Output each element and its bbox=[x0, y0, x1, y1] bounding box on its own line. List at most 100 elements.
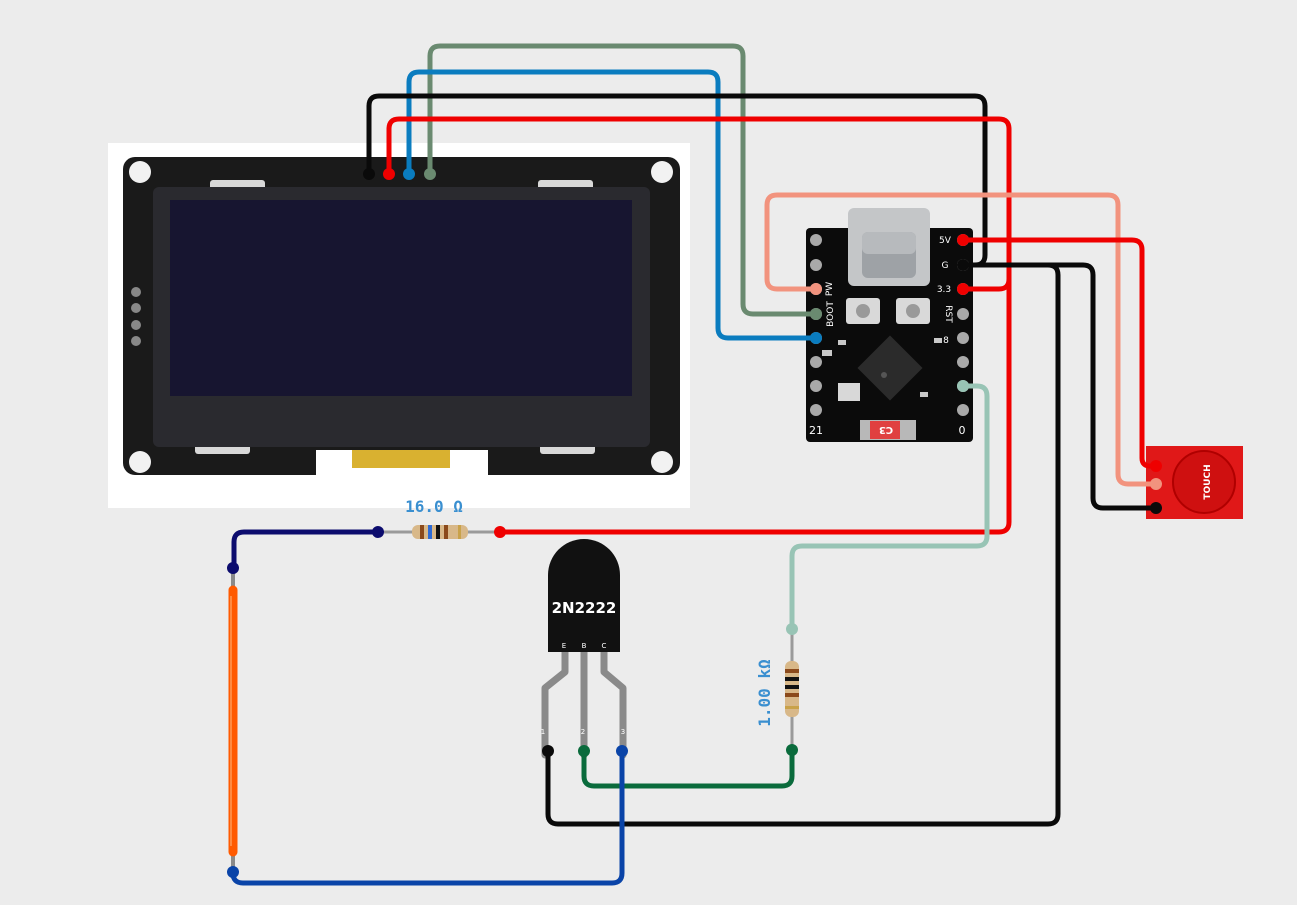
resistor-band bbox=[458, 525, 461, 539]
endpoint-dot bbox=[1150, 460, 1162, 472]
endpoint-dot bbox=[957, 234, 969, 246]
resistor-band bbox=[785, 669, 799, 673]
wire-3v3-resistor[interactable] bbox=[497, 276, 1012, 535]
endpoint-dot bbox=[810, 283, 822, 295]
transistor-part-label: 2N2222 bbox=[552, 599, 617, 617]
pin-label-8: 8 bbox=[943, 336, 949, 346]
wires bbox=[230, 43, 1159, 886]
endpoint-dot bbox=[372, 526, 384, 538]
smd-part bbox=[934, 338, 942, 343]
transistor-lead-collector bbox=[600, 646, 627, 759]
wire-touch-vcc[interactable] bbox=[960, 237, 1159, 469]
wire-oled-sage[interactable] bbox=[427, 43, 819, 317]
endpoint-dot bbox=[227, 866, 239, 878]
smd-part bbox=[822, 350, 832, 356]
chip-dot bbox=[881, 372, 887, 378]
mcu-board[interactable]: C3 PW BOOT 5V G 3.3 RST 8 bbox=[806, 208, 973, 442]
endpoint-dot bbox=[616, 745, 628, 757]
antenna-chip bbox=[870, 421, 900, 439]
speaker-element[interactable] bbox=[228, 570, 238, 872]
endpoint-dot bbox=[542, 745, 554, 757]
touch-pad[interactable] bbox=[1172, 450, 1236, 514]
pin-label-pw: PW bbox=[825, 282, 835, 296]
oled-pad bbox=[131, 320, 141, 330]
wire-gpio-base-resistor[interactable] bbox=[789, 383, 990, 631]
endpoint-dot bbox=[957, 283, 969, 295]
mcu-chip bbox=[857, 335, 923, 401]
resistor-band bbox=[785, 677, 799, 681]
endpoint-dot bbox=[786, 623, 798, 635]
resistor-1k-ohm[interactable]: 1.00 kΩ bbox=[755, 630, 799, 750]
resistor-band bbox=[420, 525, 424, 539]
touch-sensor-module[interactable]: TOUCH bbox=[1146, 446, 1243, 519]
endpoint-dot bbox=[1150, 478, 1162, 490]
smd-part bbox=[838, 340, 846, 345]
wire-endpoints bbox=[227, 168, 1162, 878]
endpoint-dot bbox=[786, 744, 798, 756]
transistor-lead-emitter bbox=[541, 646, 569, 759]
transistor-pin-num-2: 2 bbox=[581, 728, 585, 736]
endpoint-dot bbox=[383, 168, 395, 180]
resistor-band bbox=[444, 525, 448, 539]
smd-part bbox=[920, 392, 928, 397]
mount-hole bbox=[651, 161, 673, 183]
endpoint-dot bbox=[578, 745, 590, 757]
wire-oled-blue[interactable] bbox=[406, 69, 819, 341]
endpoint-dot bbox=[403, 168, 415, 180]
wire-resistor-speaker[interactable] bbox=[231, 529, 381, 571]
endpoint-dot bbox=[1150, 502, 1162, 514]
touch-label: TOUCH bbox=[1203, 464, 1213, 499]
transistor-body bbox=[548, 539, 620, 652]
resistor-1k-label: 1.00 kΩ bbox=[755, 659, 774, 726]
wire-collector-speaker[interactable] bbox=[230, 747, 625, 886]
resistor-band bbox=[785, 706, 799, 709]
resistor-band bbox=[785, 685, 799, 689]
transistor-pin-b: B bbox=[582, 642, 587, 650]
wire-gnd-emitter[interactable] bbox=[545, 262, 1061, 827]
pin-label-boot: BOOT bbox=[826, 301, 836, 327]
endpoint-dot bbox=[227, 562, 239, 574]
pin-label-5v: 5V bbox=[939, 236, 952, 246]
pin-label-0: 0 bbox=[959, 424, 966, 437]
transistor-pin-num-1: 1 bbox=[541, 728, 545, 736]
endpoint-dot bbox=[957, 380, 969, 392]
usb-c-top bbox=[862, 232, 916, 254]
wire-touch-gnd[interactable] bbox=[960, 262, 1159, 511]
reset-button-cap bbox=[906, 304, 920, 318]
endpoint-dot bbox=[957, 259, 969, 271]
endpoint-dot bbox=[810, 332, 822, 344]
transistor-pin-c: C bbox=[602, 642, 607, 650]
mount-hole bbox=[651, 451, 673, 473]
resistor-band bbox=[785, 693, 799, 697]
crystal bbox=[838, 383, 860, 401]
endpoint-dot bbox=[363, 168, 375, 180]
endpoint-dot bbox=[424, 168, 436, 180]
mount-hole bbox=[129, 451, 151, 473]
oled-pad bbox=[131, 287, 141, 297]
transistor-pin-e: E bbox=[562, 642, 566, 650]
oled-screen bbox=[170, 200, 632, 396]
mount-hole bbox=[129, 161, 151, 183]
wire-resistor-base[interactable] bbox=[581, 747, 795, 789]
board-model-label: C3 bbox=[879, 424, 893, 435]
resistor-band bbox=[428, 525, 432, 539]
endpoint-dot bbox=[494, 526, 506, 538]
oled-pad bbox=[131, 336, 141, 346]
endpoint-dot bbox=[810, 308, 822, 320]
resistor-band bbox=[436, 525, 440, 539]
wire-touch-signal[interactable] bbox=[764, 192, 1159, 487]
oled-display-module[interactable] bbox=[108, 143, 690, 508]
wire-oled-vcc[interactable] bbox=[386, 116, 1012, 292]
resistor-16-ohm[interactable]: 16.0 Ω bbox=[380, 497, 498, 539]
pin-label-rst: RST bbox=[943, 305, 953, 323]
resistor-16-label: 16.0 Ω bbox=[405, 497, 463, 516]
pin-label-g: G bbox=[942, 261, 949, 271]
pin-label-21: 21 bbox=[809, 424, 823, 437]
oled-ribbon bbox=[352, 450, 450, 468]
transistor-pin-num-3: 3 bbox=[621, 728, 625, 736]
transistor-2n2222[interactable]: 2N2222 E B C 1 2 3 bbox=[541, 539, 627, 759]
oled-pad bbox=[131, 303, 141, 313]
pin-label-3v3: 3.3 bbox=[937, 285, 951, 295]
boot-button-cap bbox=[856, 304, 870, 318]
